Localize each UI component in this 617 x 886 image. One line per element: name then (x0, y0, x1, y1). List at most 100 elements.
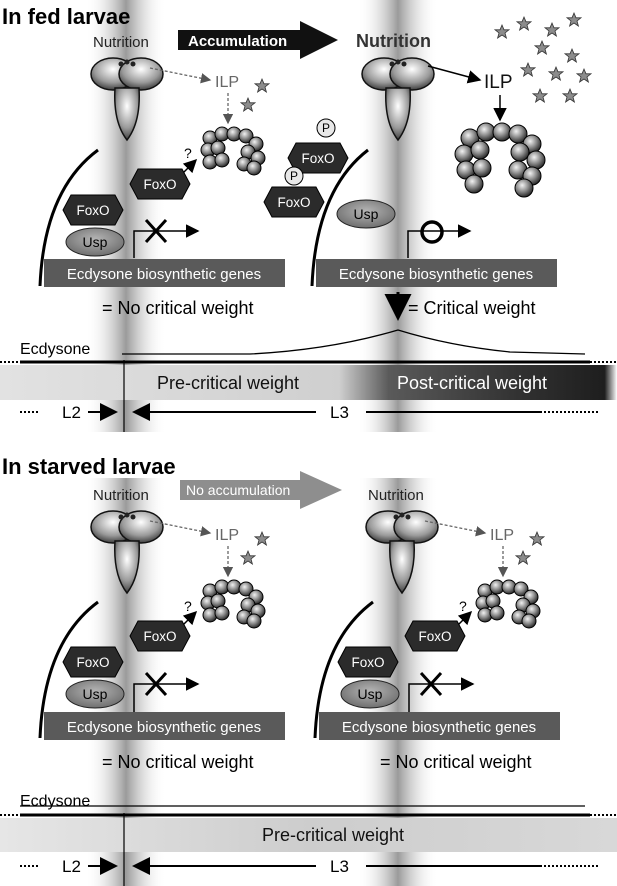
pre-critical-label: Pre-critical weight (157, 373, 299, 393)
ilp-star-icon (254, 78, 270, 93)
nutrition-label: Nutrition (93, 487, 149, 504)
ilp-star-icon (520, 62, 536, 77)
usp-oval: Usp (336, 199, 396, 229)
promoter-arrow (133, 224, 200, 258)
foxo-hexagon-bound: FoxO (62, 646, 124, 678)
ilp-star-icon (240, 550, 256, 565)
outcome-label: = No critical weight (102, 752, 254, 772)
ilp-star-icon (534, 40, 550, 55)
gene-label: Ecdysone biosynthetic genes (342, 719, 536, 736)
nutrition-label: Nutrition (356, 31, 431, 51)
outcome-label: = No critical weight (380, 752, 532, 772)
ilp-star-icon (544, 22, 560, 37)
brain-to-ilp-arrow (424, 520, 487, 537)
block-x-icon (419, 671, 443, 697)
gene-box (316, 259, 557, 287)
ilp-star-icon (240, 97, 256, 112)
brain-to-ilp-arrow (149, 520, 212, 537)
fat-body-icon (200, 579, 266, 629)
ilp-star-icon (515, 550, 531, 565)
no-accumulation-label: No accumulation (186, 482, 290, 498)
nutrition-label: Nutrition (368, 487, 424, 504)
promoter-arrow (133, 677, 200, 712)
ecdysone-label: Ecdysone (20, 793, 90, 810)
starved-left-cell: Nutrition ILP (38, 487, 285, 772)
stage-l3: L3 (330, 403, 349, 422)
brain-to-ilp-arrow (427, 65, 482, 84)
ilp-star-icon (254, 531, 270, 546)
ilp-star-icon (494, 24, 510, 39)
ilp-star-icon (564, 48, 580, 63)
no-accumulation-arrow (180, 471, 342, 509)
foxo-hexagon: FoxO (404, 620, 466, 652)
gene-label: Ecdysone biosynthetic genes (67, 266, 261, 283)
gene-label: Ecdysone biosynthetic genes (339, 266, 533, 283)
phospho-label: P (322, 121, 330, 135)
cell-membrane (310, 148, 369, 287)
phospho-foxo-1: P FoxO (287, 118, 349, 174)
foxo-label: FoxO (76, 655, 109, 670)
panel-title-fed: In fed larvae (2, 4, 130, 29)
ilp-label: ILP (215, 74, 239, 91)
fat-body-icon (454, 122, 546, 198)
cell-membrane (38, 600, 99, 739)
block-x-icon (144, 671, 168, 697)
usp-label: Usp (354, 206, 379, 222)
promoter-arrow (407, 224, 472, 258)
foxo-label: FoxO (351, 655, 384, 670)
accumulation-arrow (178, 21, 338, 59)
ecdysone-label: Ecdysone (20, 341, 90, 358)
ilp-star-icon (516, 16, 532, 31)
cell-membrane (38, 148, 99, 287)
question-mark: ? (184, 145, 192, 161)
phospho-foxo-2: P FoxO (263, 166, 325, 218)
gene-box (319, 712, 560, 740)
outcome-label: = Critical weight (408, 298, 536, 318)
ilp-label: ILP (490, 527, 514, 544)
panel-starved: In starved larvae No accumulation Nutrit… (0, 454, 617, 886)
ilp-star-icon (576, 68, 592, 83)
stage-l3: L3 (330, 857, 349, 876)
usp-oval: Usp (65, 679, 125, 709)
pre-critical-label: Pre-critical weight (262, 825, 404, 845)
ilp-label: ILP (215, 527, 239, 544)
gene-box (44, 712, 285, 740)
ecdysone-curve (122, 329, 586, 355)
brain-icon (361, 57, 435, 142)
usp-label: Usp (83, 686, 108, 702)
ilp-star-icon (532, 88, 548, 103)
nutrition-label: Nutrition (93, 34, 149, 51)
foxo-label: FoxO (76, 203, 109, 218)
foxo-label: FoxO (301, 151, 334, 166)
foxo-label: FoxO (143, 629, 176, 644)
foxo-label: FoxO (143, 177, 176, 192)
gene-label: Ecdysone biosynthetic genes (67, 719, 261, 736)
ilp-star-icon (529, 531, 545, 546)
foxo-hexagon-bound: FoxO (337, 646, 399, 678)
fat-body-icon (475, 579, 541, 629)
cell-membrane (313, 600, 374, 739)
panel-fed: In fed larvae Accumulation Nutrition ILP (0, 4, 617, 432)
foxo-hexagon-bound: FoxO (62, 194, 124, 226)
brain-icon (90, 510, 164, 595)
brain-icon (90, 57, 164, 142)
fed-left-cell: Nutrition ILP (38, 34, 285, 318)
stage-l2: L2 (62, 403, 81, 422)
brain-to-ilp-arrow (149, 67, 212, 84)
block-x-icon (144, 218, 168, 244)
ilp-label: ILP (484, 72, 513, 93)
usp-label: Usp (358, 686, 383, 702)
stage-l2: L2 (62, 857, 81, 876)
brain-icon (365, 510, 439, 595)
fat-body-icon (200, 126, 266, 176)
foxo-label: FoxO (418, 629, 451, 644)
active-circle-icon (420, 220, 444, 244)
weight-bar (0, 365, 617, 400)
usp-oval: Usp (340, 679, 400, 709)
gene-box (44, 259, 285, 287)
foxo-hexagon: FoxO (129, 168, 191, 200)
usp-oval: Usp (65, 227, 125, 257)
foxo-label: FoxO (277, 195, 310, 210)
weight-bar (0, 818, 617, 852)
starved-right-cell: Nutrition ILP (313, 487, 560, 772)
